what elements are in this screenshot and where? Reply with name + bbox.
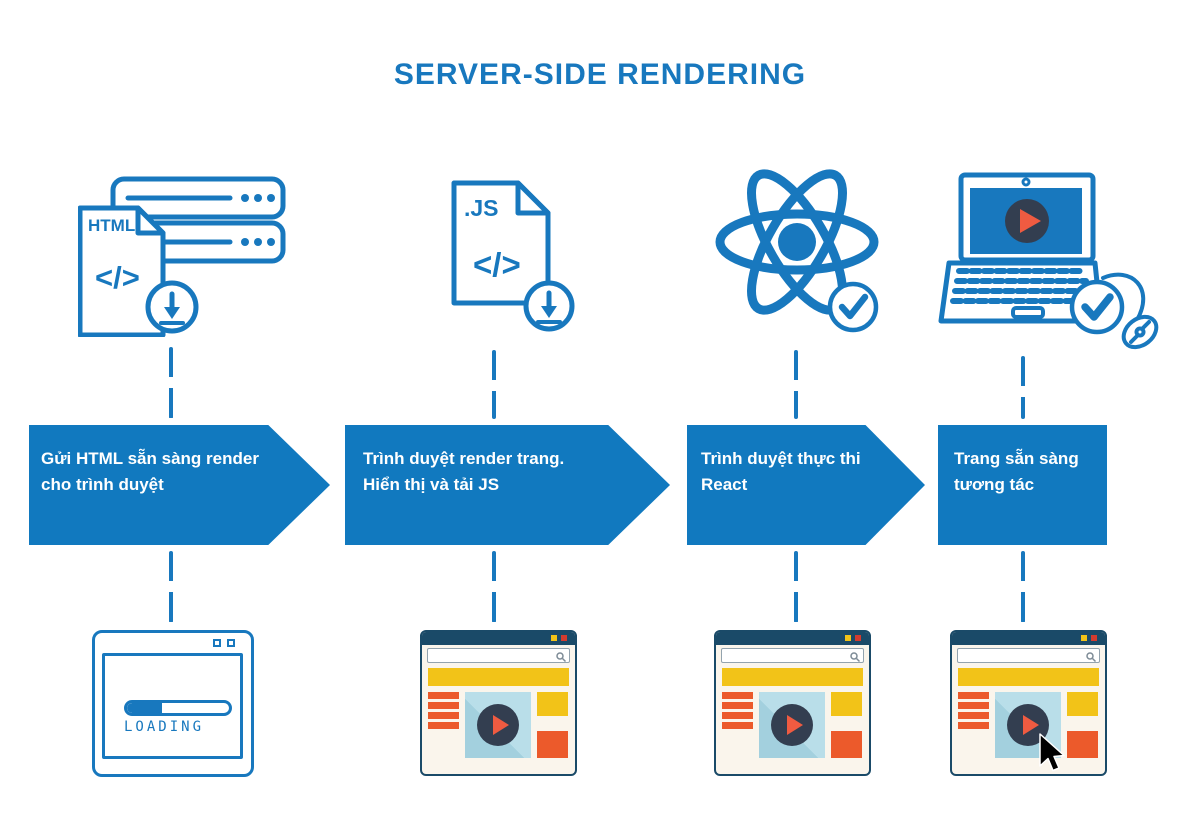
js-file-download-icon: .JS </> <box>450 180 580 332</box>
close-button-icon <box>1091 635 1097 641</box>
step1-banner-line2: cho trình duyệt <box>41 475 164 494</box>
connector-step3-bottom <box>794 551 798 623</box>
progress-bar <box>124 700 232 716</box>
step4-banner-line1: Trang sẵn sàng <box>954 449 1079 468</box>
js-file-icon: .JS </> <box>451 180 551 306</box>
mouse-icon <box>1121 314 1159 350</box>
mouse-cursor-icon <box>1039 733 1065 772</box>
play-circle-icon <box>771 704 813 746</box>
laptop-icon <box>938 172 1104 324</box>
search-icon <box>556 651 567 662</box>
window-button-icon <box>213 639 221 647</box>
sidebar-blocks <box>1067 692 1098 758</box>
server-html-file-download-icon: HTML </> <box>78 175 288 337</box>
svg-text:</>: </> <box>95 260 140 295</box>
browser-titlebar <box>422 632 575 645</box>
step2-banner-line2: Hiển thị và tải JS <box>363 475 500 494</box>
minimize-button-icon <box>1081 635 1087 641</box>
search-icon <box>850 651 861 662</box>
step1-banner-line1: Gửi HTML sẵn sàng render <box>41 449 259 468</box>
connector-step4-top <box>1021 356 1025 419</box>
play-circle-icon <box>477 704 519 746</box>
play-triangle-icon <box>493 715 509 735</box>
close-button-icon <box>561 635 567 641</box>
page-content-frame: LOADING <box>102 653 243 759</box>
step2-banner: Trình duyệt render trang. Hiển thị và tả… <box>345 425 670 545</box>
search-icon <box>1086 651 1097 662</box>
step3-banner-line1: Trình duyệt thực thi <box>701 449 861 468</box>
browser-search-bar <box>957 648 1100 663</box>
close-button-icon <box>855 635 861 641</box>
download-badge-icon <box>523 280 575 332</box>
page-header-block <box>428 668 569 686</box>
connector-step2-top <box>492 350 496 419</box>
page-title: SERVER-SIDE RENDERING <box>393 58 807 91</box>
browser-search-bar <box>721 648 864 663</box>
step3-banner: Trình duyệt thực thi React <box>687 425 925 545</box>
svg-text:</>: </> <box>473 246 521 283</box>
play-triangle-icon <box>1023 715 1039 735</box>
download-badge-icon <box>145 280 199 334</box>
browser-titlebar <box>716 632 869 645</box>
keyboard-keys <box>950 268 1093 304</box>
sidebar-blocks <box>831 692 862 758</box>
sidebar-blocks <box>537 692 568 758</box>
connector-step3-top <box>794 350 798 419</box>
step3-banner-line2: React <box>701 475 748 494</box>
loading-label: LOADING <box>124 719 205 735</box>
browser-search-bar <box>427 648 570 663</box>
step2-banner-line1: Trình duyệt render trang. <box>363 449 565 468</box>
window-button-icon <box>227 639 235 647</box>
video-player-block <box>465 692 531 758</box>
text-lines-block <box>958 692 989 758</box>
play-triangle-icon <box>787 715 803 735</box>
browser-titlebar <box>952 632 1105 645</box>
play-triangle-icon <box>1020 209 1041 233</box>
rendered-browser-window <box>420 630 577 776</box>
react-logo-check-icon <box>715 158 880 333</box>
text-lines-block <box>722 692 753 758</box>
loading-browser-window: LOADING <box>92 630 254 777</box>
laptop-play-check-mouse-icon <box>935 170 1165 350</box>
step1-banner: Gửi HTML sẵn sàng render cho trình duyệt <box>29 425 330 545</box>
svg-text:HTML: HTML <box>88 216 135 235</box>
mouse-cord <box>1101 272 1146 322</box>
progress-bar-fill <box>127 703 162 713</box>
minimize-button-icon <box>845 635 851 641</box>
step4-banner: Trang sẵn sàng tương tác <box>938 425 1107 545</box>
page-header-block <box>722 668 863 686</box>
minimize-button-icon <box>551 635 557 641</box>
connector-step1-bottom <box>169 551 173 623</box>
connector-step1-top <box>169 347 173 419</box>
page-header-block <box>958 668 1099 686</box>
connector-step4-bottom <box>1021 551 1025 623</box>
step4-banner-line2: tương tác <box>954 475 1035 494</box>
check-badge-icon <box>1069 279 1125 335</box>
text-lines-block <box>428 692 459 758</box>
check-badge-icon <box>827 281 879 333</box>
rendered-browser-window-interactive <box>950 630 1107 776</box>
connector-step2-bottom <box>492 551 496 623</box>
svg-text:.JS: .JS <box>464 195 499 221</box>
video-player-block <box>759 692 825 758</box>
rendered-browser-window <box>714 630 871 776</box>
